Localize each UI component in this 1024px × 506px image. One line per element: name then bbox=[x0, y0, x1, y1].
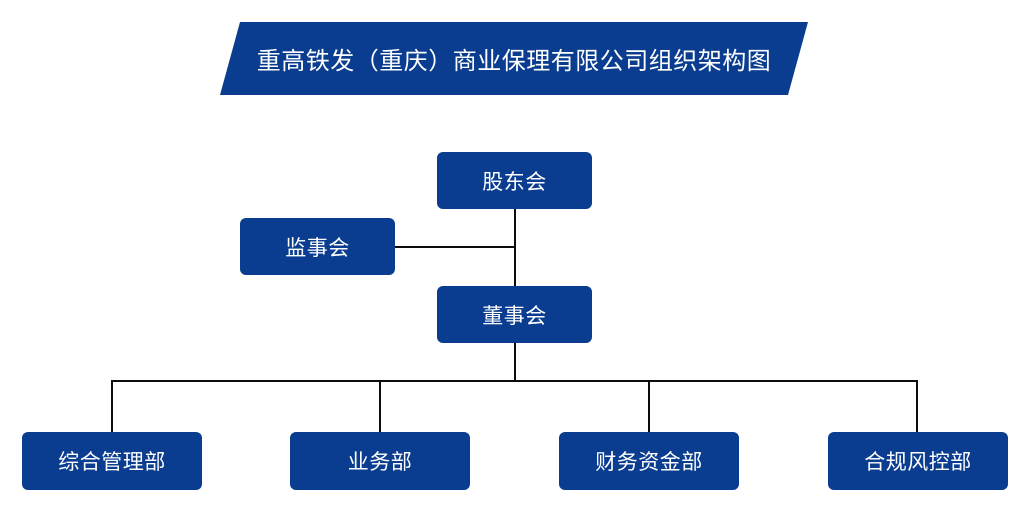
node-department-general-management[interactable]: 综合管理部 bbox=[22, 432, 202, 490]
connector-department-bus bbox=[112, 380, 918, 382]
banner-parallelogram-shape bbox=[220, 22, 808, 95]
connector-drop-department-4 bbox=[916, 380, 918, 432]
connector-drop-department-2 bbox=[379, 380, 381, 432]
connector-drop-department-3 bbox=[648, 380, 650, 432]
node-board-of-directors[interactable]: 董事会 bbox=[437, 286, 592, 343]
node-department-business[interactable]: 业务部 bbox=[290, 432, 470, 490]
node-department-finance-funds[interactable]: 财务资金部 bbox=[559, 432, 739, 490]
node-department-compliance-risk-control[interactable]: 合规风控部 bbox=[828, 432, 1008, 490]
node-shareholders-meeting[interactable]: 股东会 bbox=[437, 152, 592, 209]
connector-drop-department-1 bbox=[111, 380, 113, 432]
node-board-of-supervisors[interactable]: 监事会 bbox=[240, 218, 395, 275]
connector-directors-to-bus bbox=[514, 343, 516, 382]
chart-title: 重高铁发（重庆）商业保理有限公司组织架构图 bbox=[256, 48, 772, 75]
title-banner: 重高铁发（重庆）商业保理有限公司组织架构图 bbox=[220, 22, 808, 95]
connector-supervisors-to-trunk bbox=[395, 246, 516, 248]
